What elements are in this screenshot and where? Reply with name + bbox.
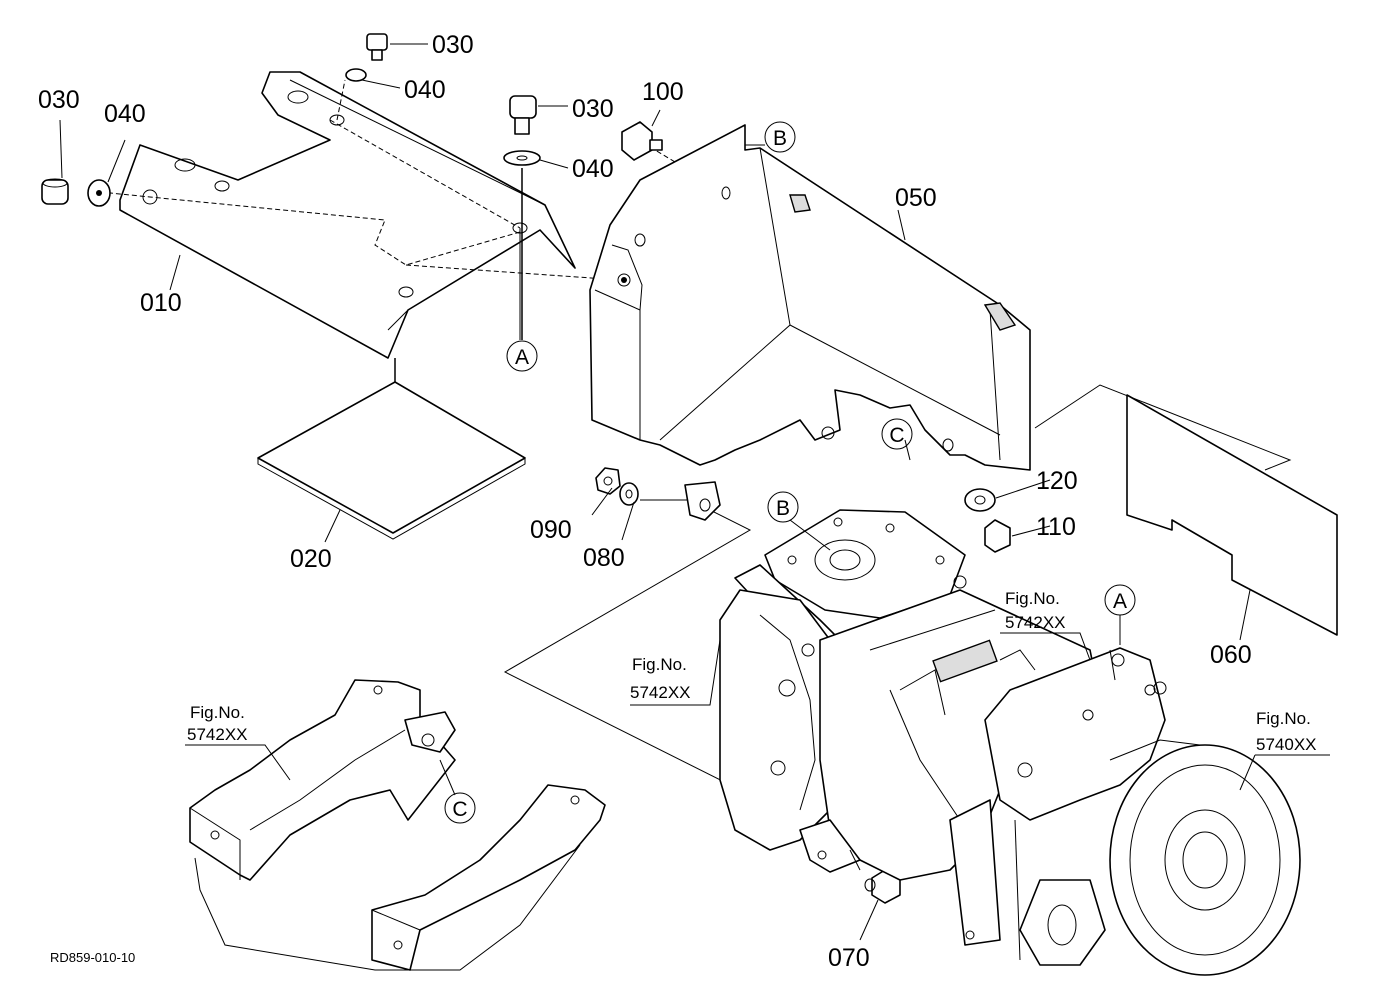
label-060: 060	[1210, 641, 1252, 669]
ref-a-right-label: A	[1113, 590, 1127, 613]
label-070: 070	[828, 944, 870, 972]
label-100: 100	[642, 78, 684, 106]
label-040-top: 040	[404, 76, 446, 104]
ref-b-top-label: B	[773, 127, 787, 150]
label-010: 010	[140, 289, 182, 317]
part-010-bracket	[119, 71, 576, 359]
label-040-mid: 040	[572, 155, 614, 183]
fig-ref-upper-number: 5742XX	[1005, 613, 1066, 632]
label-080: 080	[583, 544, 625, 572]
label-030-left: 030	[38, 86, 80, 114]
fig-ref-mid-title: Fig.No.	[632, 655, 687, 674]
ref-a-top-label: A	[515, 346, 529, 369]
label-030-top: 030	[432, 31, 474, 59]
ref-b-mid-label: B	[776, 497, 790, 520]
frame-lower-left	[189, 679, 606, 971]
label-020: 020	[290, 545, 332, 573]
fig-ref-upper-title: Fig.No.	[1005, 589, 1060, 608]
leader-lines	[59, 43, 1330, 941]
ref-c-right-circle	[881, 418, 913, 450]
fig-ref-left-title: Fig.No.	[190, 703, 245, 722]
fig-ref-right-number: 5740XX	[1256, 735, 1317, 754]
ref-c-right-label: C	[889, 424, 904, 447]
reference-markers: A B C B A C	[444, 121, 1136, 824]
part-060-panel	[1126, 394, 1338, 636]
ref-c-bottom-circle	[444, 792, 476, 824]
fasteners	[41, 33, 1011, 904]
drawing-code: RD859-010-10	[50, 950, 135, 965]
ref-a-right-circle	[1104, 584, 1136, 616]
label-120: 120	[1036, 467, 1078, 495]
ref-b-top-circle	[764, 121, 796, 153]
ref-c-bottom-label: C	[452, 798, 467, 821]
label-030-mid: 030	[572, 95, 614, 123]
figure-references: Fig.No. 5742XX Fig.No. 5742XX Fig.No. 57…	[187, 589, 1317, 754]
label-040-left: 040	[104, 100, 146, 128]
fig-ref-mid-number: 5742XX	[630, 683, 691, 702]
part-number-labels: 030 040 030 040 030 040 100 050 010 020 …	[38, 31, 1252, 972]
fig-ref-left-number: 5742XX	[187, 725, 248, 744]
fig-ref-right-title: Fig.No.	[1256, 709, 1311, 728]
transmission-assembly	[719, 509, 1301, 976]
part-020-pad	[257, 381, 526, 540]
label-050: 050	[895, 184, 937, 212]
ref-a-top-circle	[506, 340, 538, 372]
part-050-cover	[589, 124, 1031, 471]
ref-b-mid-circle	[767, 491, 799, 523]
label-090: 090	[530, 516, 572, 544]
label-110: 110	[1036, 513, 1076, 541]
